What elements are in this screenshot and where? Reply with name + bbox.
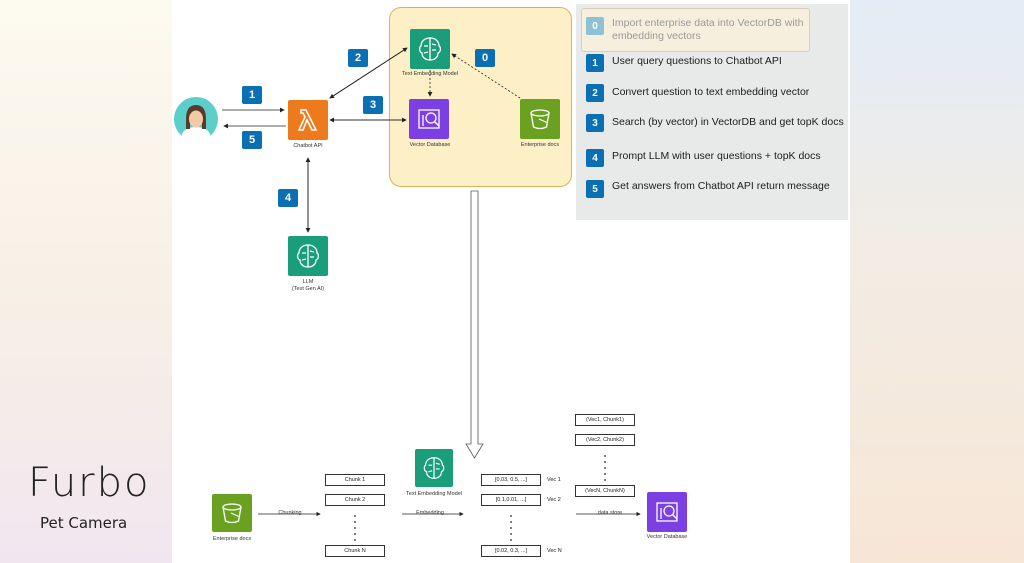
brain-icon — [410, 29, 450, 69]
arrow-2b — [329, 47, 408, 99]
brand-logo-text: Furbo — [28, 460, 151, 506]
vec-label: Vec N — [547, 548, 562, 554]
pipeline-text-embedding-label: Text Embedding Model — [406, 491, 462, 497]
step-number-1: 1 — [586, 54, 604, 72]
step-number-5: 5 — [586, 180, 604, 198]
vec-label: Vec 2 — [547, 497, 561, 503]
arrow-0 — [451, 53, 521, 99]
step-badge-2: 2 — [348, 49, 368, 67]
step-number-2: 2 — [586, 84, 604, 102]
right-gradient-panel — [850, 0, 1024, 563]
pipeline-vector-database-label: Vector Database — [646, 534, 688, 540]
big-down-arrow — [465, 190, 484, 459]
step-number-4: 4 — [586, 149, 604, 167]
step-text-5: Get answers from Chatbot API return mess… — [612, 180, 830, 192]
lambda-icon — [288, 100, 328, 140]
step-badge-4: 4 — [278, 189, 298, 207]
bucket-icon — [520, 99, 560, 139]
step-badge-0: 0 — [475, 49, 495, 67]
llm-brain-icon — [288, 236, 328, 276]
embedding-label: Embedding — [416, 510, 444, 516]
llm-sublabel: (Text Gen AI) — [291, 286, 325, 292]
vector-region-box — [389, 7, 572, 187]
enterprise-docs-label: Enterprise docs — [520, 142, 560, 148]
step-badge-3: 3 — [363, 96, 383, 114]
chunk-box: Chunk 2 — [325, 494, 385, 506]
user-avatar — [172, 97, 220, 143]
data-store-label: data store — [597, 510, 623, 516]
pair-box: (Vec2, Chunk2) — [575, 434, 635, 446]
chatbot-api-label: Chatbot API — [293, 143, 323, 149]
step-badge-1: 1 — [242, 86, 262, 104]
ellipsis-dots — [354, 455, 606, 541]
vector-box: [0.02, 0.3, ...] — [481, 545, 541, 557]
text-embedding-model-label: Text Embedding Model — [402, 71, 458, 77]
chunking-label: Chunking — [278, 510, 302, 516]
pipeline-enterprise-docs-label: Enterprise docs — [212, 536, 252, 542]
brand-subtitle: Pet Camera — [40, 514, 128, 532]
chunk-box: Chunk N — [325, 545, 385, 557]
vec-label: Vec 1 — [547, 477, 561, 483]
step-text-0: Import enterprise data into VectorDB wit… — [612, 17, 804, 42]
step-badge-5: 5 — [242, 131, 262, 149]
step-text-2: Convert question to text embedding vecto… — [612, 86, 810, 98]
step-text-3: Search (by vector) in VectorDB and get t… — [612, 116, 844, 128]
pipeline-brain-icon — [415, 449, 453, 487]
pipeline-vector-db-icon — [647, 492, 687, 532]
pipeline-bucket-icon — [212, 494, 252, 532]
step-0-box — [581, 8, 810, 52]
llm-label: LLM — [302, 279, 314, 285]
vector-box: [0.1,0.01, ...] — [481, 494, 541, 506]
step-text-1: User query questions to Chatbot API — [612, 55, 782, 67]
pair-box: (Vec1, Chunk1) — [575, 414, 635, 426]
step-number-0: 0 — [586, 17, 604, 35]
chunk-box: Chunk 1 — [325, 474, 385, 486]
step-number-3: 3 — [586, 114, 604, 132]
vector-db-icon — [409, 99, 449, 139]
vector-database-label: Vector Database — [409, 142, 451, 148]
pair-box: (VecN, ChunkN) — [575, 485, 635, 497]
step-text-4: Prompt LLM with user questions + topK do… — [612, 150, 821, 162]
vector-box: [0.03, 0.5, ...] — [481, 474, 541, 486]
